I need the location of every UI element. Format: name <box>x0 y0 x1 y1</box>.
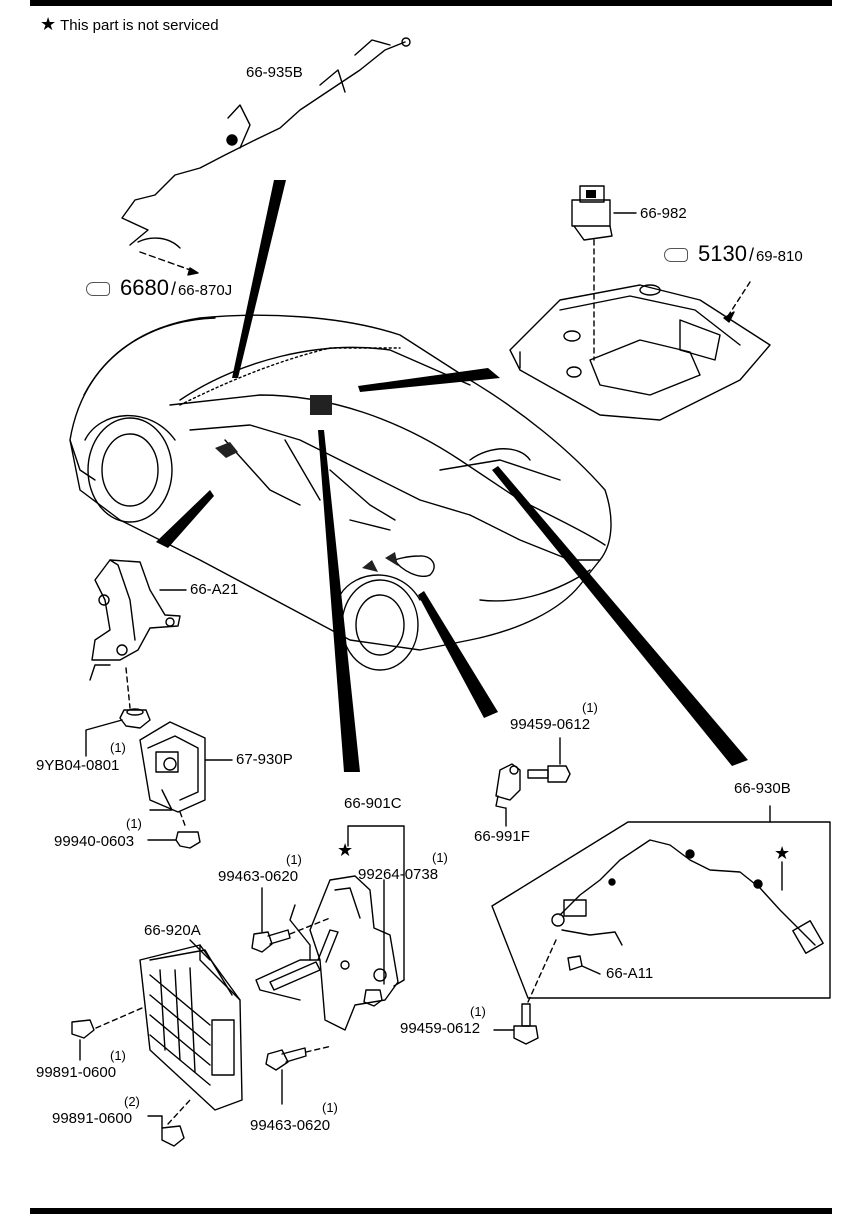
label-99940-0603[interactable]: 99940-0603 <box>54 833 135 850</box>
bracket-66-901c <box>255 875 399 1031</box>
qty-9yb04: (1) <box>110 740 126 755</box>
label-66-901c[interactable]: 66-901C <box>344 795 402 812</box>
label-99459-0612-top[interactable]: 99459-0612 <box>510 716 591 733</box>
qty-99459-top: (1) <box>582 700 598 715</box>
bolt-99459-top <box>527 765 571 783</box>
lamp-ref[interactable]: 5130/69-810 <box>664 242 803 269</box>
bolt-99264 <box>363 989 383 1007</box>
relay-66-982 <box>571 185 613 241</box>
roof-ref[interactable]: 6680/66-870J <box>86 276 232 303</box>
nut-9yb04 <box>119 708 151 729</box>
label-99463-0620-bot[interactable]: 99463-0620 <box>250 1117 331 1134</box>
leader-920a <box>189 939 211 961</box>
bolt-99463-bot <box>265 1047 307 1071</box>
arrow-console-ref <box>723 311 735 323</box>
qty-99459-bot: (1) <box>470 1004 486 1019</box>
dash-99891-b <box>167 1099 191 1125</box>
label-99891-0600-a[interactable]: 99891-0600 <box>36 1064 117 1081</box>
label-99891-0600-b[interactable]: 99891-0600 <box>52 1110 133 1127</box>
harness-66-930b <box>551 839 824 954</box>
qty-99940: (1) <box>126 816 142 831</box>
bolt-99459-bot <box>513 1003 539 1045</box>
label-66-930b[interactable]: 66-930B <box>734 780 791 797</box>
nut-99891-a <box>71 1019 95 1039</box>
label-66-982[interactable]: 66-982 <box>640 205 687 222</box>
leader-901c-tip <box>393 979 405 987</box>
roof-harness <box>121 37 411 249</box>
dash-99891-a <box>95 1007 143 1029</box>
label-66-a11[interactable]: 66-A11 <box>606 965 654 982</box>
roof-ref-main: 6680 <box>120 275 169 300</box>
star-icon: ★ <box>40 14 57 34</box>
module-67-930p <box>139 721 206 813</box>
legend-text: This part is not serviced <box>60 17 219 34</box>
harness-930b-box <box>491 821 831 999</box>
dash-roof-ref <box>139 251 197 273</box>
dash-99463-bot <box>305 1045 333 1053</box>
dash-99459-bot <box>527 939 557 1003</box>
lamp-ref-sub: 69-810 <box>755 248 803 265</box>
lamp-ref-slash: / <box>748 245 754 265</box>
dash-99463-top <box>289 917 331 935</box>
arrow-roof-ref <box>187 267 199 276</box>
label-99463-0620-top[interactable]: 99463-0620 <box>218 868 299 885</box>
lamp-ref-main: 5130 <box>698 241 747 266</box>
label-67-930p[interactable]: 67-930P <box>236 751 293 768</box>
leader-901c <box>347 825 405 981</box>
qty-99264: (1) <box>432 850 448 865</box>
nut-99940 <box>175 831 201 849</box>
label-66-a21[interactable]: 66-A21 <box>190 581 239 598</box>
qty-99463-bot: (1) <box>322 1100 338 1115</box>
hand-pointer-icon <box>664 248 688 262</box>
bolt-99463-top <box>251 929 291 953</box>
leader-wedges <box>156 180 748 772</box>
label-66-920a[interactable]: 66-920A <box>144 922 201 939</box>
qty-99891-b: (2) <box>124 1094 140 1109</box>
dash-930p <box>179 811 187 829</box>
hand-pointer-icon <box>86 282 110 296</box>
dash-a21 <box>125 667 131 709</box>
sensor-66-991f <box>495 763 521 809</box>
label-99264-0738[interactable]: 99264-0738 <box>358 866 439 883</box>
star-icon: ★ <box>774 843 791 863</box>
top-rule <box>30 0 832 6</box>
clip-66-a11 <box>567 955 583 971</box>
star-icon: ★ <box>337 840 354 860</box>
connecting-rod <box>269 961 321 991</box>
module-66-920a <box>139 944 243 1111</box>
overhead-console <box>509 284 771 421</box>
label-9yb04-0801[interactable]: 9YB04-0801 <box>36 757 120 774</box>
nut-99891-b <box>161 1125 185 1147</box>
vehicle-illustration <box>69 314 612 671</box>
qty-99463-top: (1) <box>286 852 302 867</box>
leader-99891-b <box>147 1115 163 1129</box>
leader-9yb <box>85 719 123 757</box>
label-66-991f[interactable]: 66-991F <box>474 828 530 845</box>
leader-a11 <box>581 965 601 975</box>
qty-99891-a: (1) <box>110 1048 126 1063</box>
not-serviced-legend: ★This part is not serviced <box>40 14 219 36</box>
connecting-rod-arm <box>317 929 339 963</box>
label-99459-0612-bot[interactable]: 99459-0612 <box>400 1020 481 1037</box>
bottom-rule <box>30 1208 832 1214</box>
roof-ref-slash: / <box>170 279 176 299</box>
roof-ref-sub: 66-870J <box>177 282 233 299</box>
label-66-935b[interactable]: 66-935B <box>246 64 303 81</box>
bracket-66-a21 <box>89 559 181 681</box>
dash-console-ref <box>727 281 751 317</box>
